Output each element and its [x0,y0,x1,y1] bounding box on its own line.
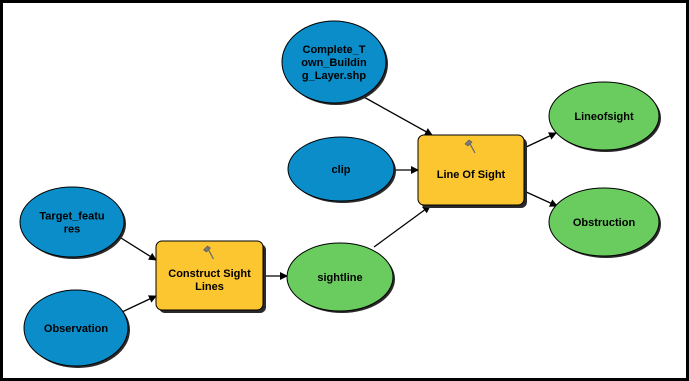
node-sightline[interactable]: sightline [286,242,395,313]
edge-line-of-sight-to-obstruction [523,190,558,207]
input-ellipse [23,289,129,367]
tool-box [417,134,525,206]
node-label-line: Target_featu [39,211,104,223]
output-ellipse [286,242,394,312]
node-label-line: g_Layer.shp [302,70,366,82]
node-label-line: Complete_T [303,44,366,56]
edges-layer [120,95,558,313]
node-label-line: clip [332,164,351,176]
input-ellipse [19,186,125,258]
node-observation[interactable]: Observation [23,289,130,368]
edge-sightline-to-line-of-sight [373,205,431,248]
input-ellipse [287,136,395,202]
node-label-line: Construct Sight [168,268,251,280]
node-label-line: Lineofsight [574,111,634,123]
input-ellipse [281,20,387,104]
node-label-line: sightline [317,272,362,284]
node-lineofsight[interactable]: Lineofsight [548,81,661,152]
node-label-line: Observation [44,323,108,335]
output-ellipse [548,81,660,151]
output-ellipse [548,187,660,257]
node-label-line: res [64,224,81,236]
edge-target-features-to-construct-sight-lines [120,237,157,261]
node-obstruction[interactable]: Obstruction [548,187,661,258]
edge-complete-town-to-line-of-sight [361,95,433,136]
hammer-icon [203,245,215,260]
node-label-line: Line Of Sight [437,169,506,181]
edge-line-of-sight-to-lineofsight [523,132,557,149]
node-clip[interactable]: clip [287,136,396,203]
node-line-of-sight[interactable]: Line Of Sight [417,134,527,208]
node-label-line: Lines [195,281,224,293]
edge-observation-to-construct-sight-lines [121,295,157,313]
nodes-layer: Complete_Town_Building_Layer.shpclipTarg… [19,20,661,368]
tool-box [155,240,264,311]
node-label-line: Obstruction [573,217,636,229]
hammer-icon [464,139,476,154]
node-label-line: own_Buildin [301,57,367,69]
